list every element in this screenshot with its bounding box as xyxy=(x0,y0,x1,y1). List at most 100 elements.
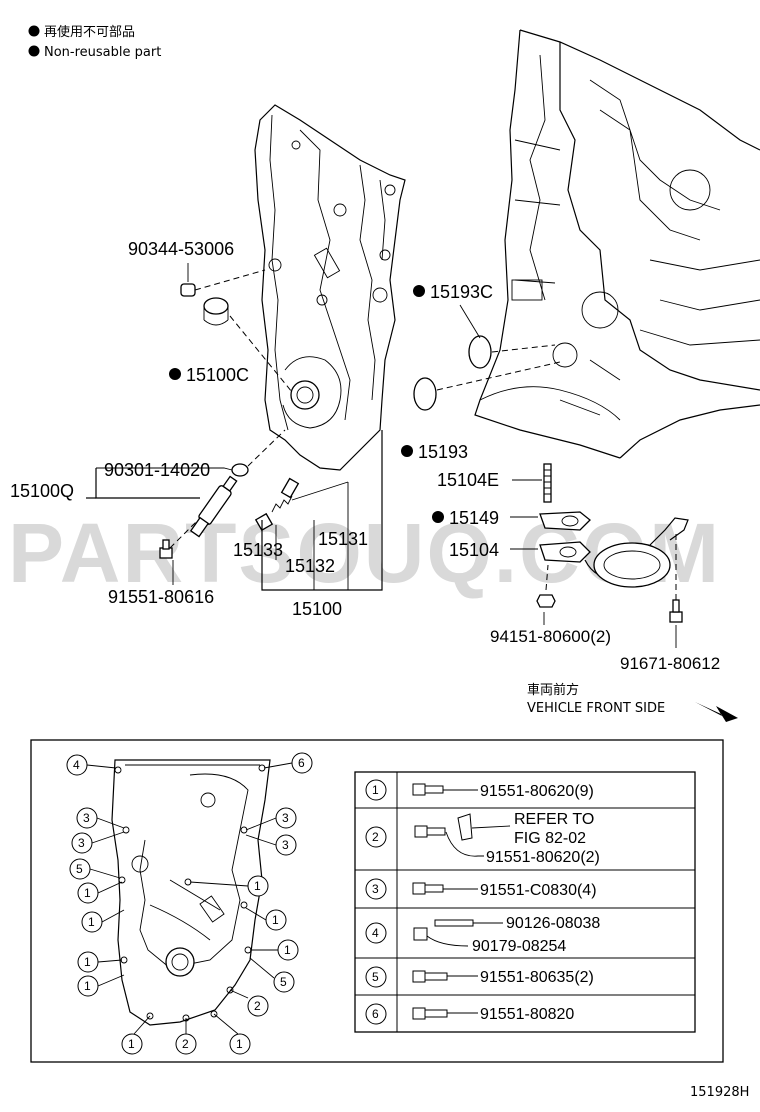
row-number: 2 xyxy=(372,830,379,844)
bolt-91671-icon xyxy=(669,599,683,623)
label-15193c: 15193C xyxy=(430,282,493,302)
callout-5-left: 5 xyxy=(69,858,121,880)
nut-part-number: 90179-08254 xyxy=(472,938,566,955)
label-15133: 15133 xyxy=(233,540,283,560)
non-reusable-dot-icon xyxy=(413,285,425,297)
svg-text:3: 3 xyxy=(282,838,289,852)
label-15193: 15193 xyxy=(418,442,468,462)
callout-1-left-a: 1 xyxy=(77,881,123,904)
part-number: 91551-80620(2) xyxy=(486,849,600,866)
svg-text:2: 2 xyxy=(182,1037,189,1051)
label-15132: 15132 xyxy=(285,556,335,576)
callout-2-bottom: 2 xyxy=(175,1018,197,1055)
non-reusable-dot-icon xyxy=(28,25,40,37)
plug-90344-icon xyxy=(180,283,196,297)
bolt-icon xyxy=(414,825,446,838)
callout-2-right: 2 xyxy=(229,989,269,1017)
gasket-15149-icon xyxy=(539,511,591,531)
callout-6: 6 xyxy=(263,752,313,774)
inset-frame xyxy=(30,739,724,1063)
svg-text:1: 1 xyxy=(84,886,91,900)
svg-text:1: 1 xyxy=(88,915,95,929)
bracket-icon xyxy=(457,813,473,841)
part-labels: 90344-53006 15193C 15100C 15193 90301-14… xyxy=(10,239,720,673)
bolt-91551-80616-icon xyxy=(159,539,173,559)
svg-text:1: 1 xyxy=(272,913,279,927)
svg-text:1: 1 xyxy=(128,1037,135,1051)
oil-strainer-15104-icon xyxy=(539,517,689,588)
table-row: 1 91551-80620(9) xyxy=(365,779,594,801)
table-row: 2 REFER TO FIG 82-02 91551-80620(2) xyxy=(365,811,600,866)
callout-1-right-a: 1 xyxy=(250,939,299,961)
svg-text:1: 1 xyxy=(84,955,91,969)
non-reusable-dot-icon xyxy=(432,511,444,523)
label-15131: 15131 xyxy=(318,529,368,549)
svg-text:1: 1 xyxy=(84,979,91,993)
label-94151: 94151-80600(2) xyxy=(490,627,611,646)
svg-text:6: 6 xyxy=(298,756,305,770)
part-number: 91551-80820 xyxy=(480,1006,574,1023)
row-number: 6 xyxy=(372,1007,379,1021)
row-number: 5 xyxy=(372,970,379,984)
refer-text: REFER TO xyxy=(514,811,594,828)
part-number: 91551-C0830(4) xyxy=(480,882,597,899)
callout-1-left-b: 1 xyxy=(81,909,125,933)
callout-1-left-d: 1 xyxy=(77,974,125,997)
o-ring-90301-icon xyxy=(231,463,249,477)
legend-english: Non-reusable part xyxy=(44,45,161,60)
spring-15132-icon xyxy=(271,495,293,513)
stud-icon xyxy=(434,919,474,927)
svg-text:3: 3 xyxy=(83,811,90,825)
bolt-icon xyxy=(412,1007,448,1020)
callout-1-right-b: 1 xyxy=(245,907,287,931)
label-15100c: 15100C xyxy=(186,365,249,385)
callout-3-right-a: 3 xyxy=(245,807,297,831)
plug-15133-icon xyxy=(254,512,274,532)
nut-icon xyxy=(413,927,428,941)
inset-callouts: 4 6 3 3 5 1 1 xyxy=(66,752,313,1055)
table-row: 4 90126-08038 90179-08254 xyxy=(365,915,600,955)
table-row: 3 91551-C0830(4) xyxy=(365,878,597,900)
oil-control-valve-icon xyxy=(189,475,238,538)
callout-5-right: 5 xyxy=(249,957,295,993)
bolt-icon xyxy=(412,783,444,796)
front-arrow-icon xyxy=(695,702,738,722)
stud-15104e-icon xyxy=(543,463,552,503)
non-reusable-dot-icon xyxy=(28,45,40,57)
vehicle-front-indicator: 車両前方 VEHICLE FRONT SIDE xyxy=(527,682,738,722)
label-90344: 90344-53006 xyxy=(128,239,234,259)
bolt-icon xyxy=(412,970,448,983)
figure-id: 151928H xyxy=(690,1085,749,1100)
valve-15131-icon xyxy=(280,477,300,499)
label-15104e: 15104E xyxy=(437,470,499,490)
callout-1-bottom: 1 xyxy=(121,1015,151,1055)
engine-block-drawing xyxy=(474,29,760,459)
fig-text: FIG 82-02 xyxy=(514,830,586,847)
bolt-icon xyxy=(412,882,444,895)
timing-cover-drawing xyxy=(254,104,406,471)
direction-japanese: 車両前方 xyxy=(527,682,579,698)
svg-text:2: 2 xyxy=(254,999,261,1013)
label-15100: 15100 xyxy=(292,599,342,619)
label-15104: 15104 xyxy=(449,540,499,560)
callout-3-left-a: 3 xyxy=(76,807,125,829)
nut-94151-icon xyxy=(536,594,556,608)
svg-text:3: 3 xyxy=(282,811,289,825)
label-15100q: 15100Q xyxy=(10,481,74,501)
legend: 再使用不可部品 Non-reusable part xyxy=(28,24,161,60)
callout-1-left-c: 1 xyxy=(77,951,123,973)
label-91671: 91671-80612 xyxy=(620,654,720,673)
svg-text:1: 1 xyxy=(254,879,261,893)
part-number: 91551-80620(9) xyxy=(480,783,594,800)
callout-3-left-b: 3 xyxy=(71,831,125,854)
row-number: 4 xyxy=(372,926,379,940)
svg-text:5: 5 xyxy=(280,975,287,989)
label-15149: 15149 xyxy=(449,508,499,528)
callout-1-bottom-right: 1 xyxy=(213,1013,251,1055)
svg-text:3: 3 xyxy=(78,836,85,850)
svg-text:5: 5 xyxy=(76,862,83,876)
inset-cover-drawing xyxy=(111,759,271,1026)
svg-text:4: 4 xyxy=(73,758,80,772)
